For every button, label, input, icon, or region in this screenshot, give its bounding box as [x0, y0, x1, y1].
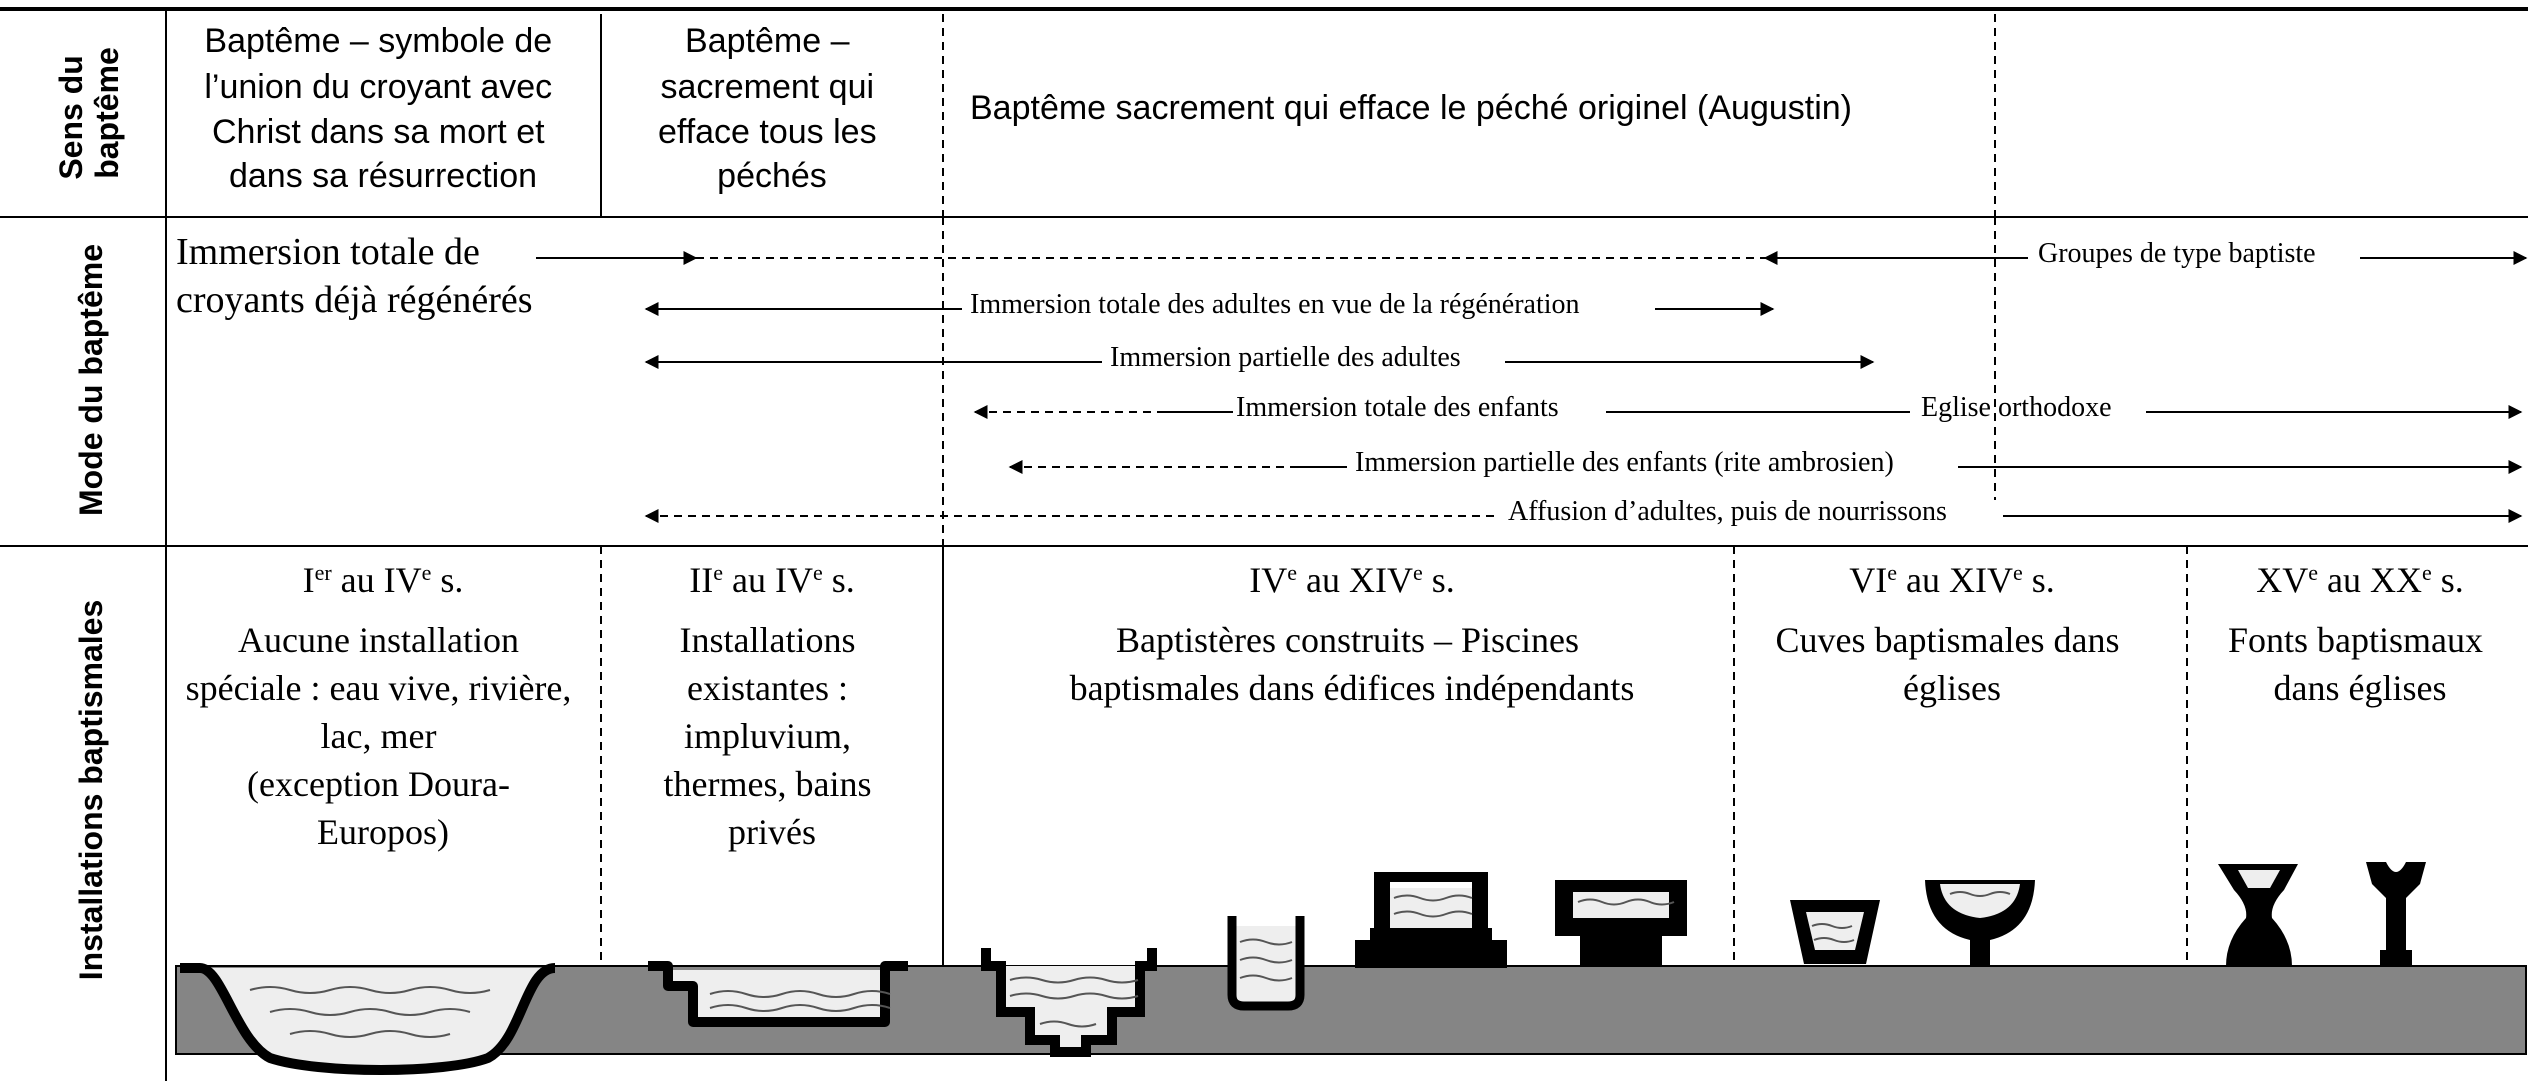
- desc-c2: Installations existantes : impluvium, th…: [664, 620, 881, 852]
- installations-col2: IIe au IVe s. Installations existantes :…: [664, 560, 881, 852]
- mode-immersion-adultes: Immersion totale des adultes en vue de l…: [970, 289, 1580, 320]
- period-c5: XVe au XXe s.: [2256, 560, 2464, 600]
- row-label-sens-line2: baptême: [89, 47, 125, 179]
- mode-orthodoxe: Eglise orthodoxe: [1921, 392, 2112, 423]
- mode-first: Immersion totale de croyants déjà régéné…: [176, 231, 533, 321]
- mode-totale-enfants: Immersion totale des enfants: [1236, 392, 1559, 423]
- mode-affusion: Affusion d’adultes, puis de nourrissons: [1508, 496, 1947, 527]
- baptismal-font-stem-illustration: [2366, 862, 2426, 966]
- row-label-installations: Installations baptismales: [73, 600, 109, 981]
- desc-c4: Cuves baptismales dans églises: [1776, 620, 2129, 708]
- desc-c5: Fonts baptismaux dans églises: [2228, 620, 2492, 708]
- impluvium-illustration: [648, 961, 908, 1027]
- cylindrical-pool-illustration: [1227, 916, 1305, 1011]
- desc-c1: Aucune installation spéciale : eau vive,…: [186, 620, 581, 852]
- stepped-pool-illustration: [981, 948, 1157, 1057]
- row-label-sens: Sens du baptême: [53, 46, 125, 179]
- desc-c3: Baptistères construits – Piscines baptis…: [1070, 620, 1635, 708]
- baptismal-tub-illustration: [1790, 900, 1880, 964]
- period-c1: Ier au IVe s.: [303, 560, 464, 600]
- period-c4: VIe au XIVe s.: [1849, 560, 2055, 600]
- mode-partielle-adultes: Immersion partielle des adultes: [1110, 342, 1461, 373]
- mode-labels: Groupes de type baptiste Immersion total…: [970, 238, 2316, 527]
- table-grid: [0, 7, 2528, 1081]
- installations-col5: XVe au XXe s. Fonts baptismaux dans égli…: [2228, 560, 2492, 708]
- raised-baptistery-illustration: [1355, 872, 1507, 968]
- sens-col3: Baptême sacrement qui efface le péché or…: [970, 89, 1852, 127]
- installations-col4: VIe au XIVe s. Cuves baptismales dans ég…: [1776, 560, 2129, 708]
- sens-col1: Baptême – symbole de l’union du croyant …: [204, 22, 561, 195]
- ground-band: [175, 965, 2527, 1055]
- mode-groupes-baptiste: Groupes de type baptiste: [2038, 238, 2316, 269]
- period-c3: IVe au XIVe s.: [1249, 560, 1455, 600]
- row-label-mode: Mode du baptême: [73, 244, 109, 516]
- natural-water-basin-illustration: [180, 963, 556, 1075]
- mode-arrows: [536, 251, 2528, 523]
- baptismal-font-hourglass-illustration: [2218, 864, 2298, 966]
- baptismal-bowl-illustration: [1925, 880, 2035, 966]
- sens-col2: Baptême – sacrement qui efface tous les …: [658, 22, 886, 195]
- mode-partielle-enfants: Immersion partielle des enfants (rite am…: [1355, 447, 1894, 478]
- period-c2: IIe au IVe s.: [689, 560, 855, 600]
- installations-col3: IVe au XIVe s. Baptistères construits – …: [1070, 560, 1635, 708]
- row-label-sens-line1: Sens du: [53, 55, 89, 179]
- rim-pool-illustration: [1555, 880, 1687, 966]
- installations-col1: Ier au IVe s. Aucune installation spécia…: [186, 560, 581, 852]
